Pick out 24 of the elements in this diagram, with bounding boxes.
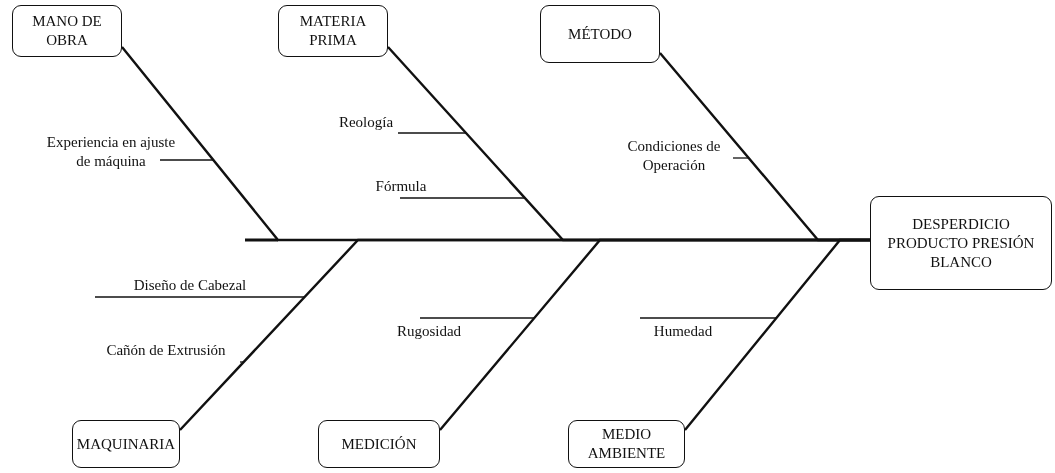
cause-text: Reología: [327, 112, 405, 133]
category-box: MEDIO AMBIENTE: [568, 420, 685, 468]
cause-line: [732, 157, 750, 159]
effect-box: DESPERDICIO PRODUCTO PRESIÓN BLANCO: [870, 196, 1052, 290]
cause-text: Fórmula: [362, 175, 440, 198]
category-box: MANO DE OBRA: [12, 5, 122, 57]
cause-line: [639, 317, 777, 319]
cause-text: Cañón de Extrusión: [76, 339, 256, 362]
cause-text: Experiencia en ajuste de máquina: [40, 122, 182, 182]
category-box: MATERIA PRIMA: [278, 5, 388, 57]
cause-text: Condiciones de Operación: [608, 130, 740, 182]
cause-text: Diseño de Cabezal: [92, 273, 288, 297]
cause-line: [94, 296, 306, 298]
cause-line: [239, 361, 245, 363]
category-box: MEDICIÓN: [318, 420, 440, 468]
category-box: MAQUINARIA: [72, 420, 180, 468]
cause-line: [397, 132, 467, 134]
category-box: MÉTODO: [540, 5, 660, 63]
cause-line: [159, 159, 214, 161]
fishbone-line: [684, 238, 870, 431]
cause-text: Rugosidad: [382, 318, 476, 344]
cause-text: Humedad: [636, 318, 730, 344]
cause-line: [399, 197, 526, 199]
cause-line: [419, 317, 535, 319]
